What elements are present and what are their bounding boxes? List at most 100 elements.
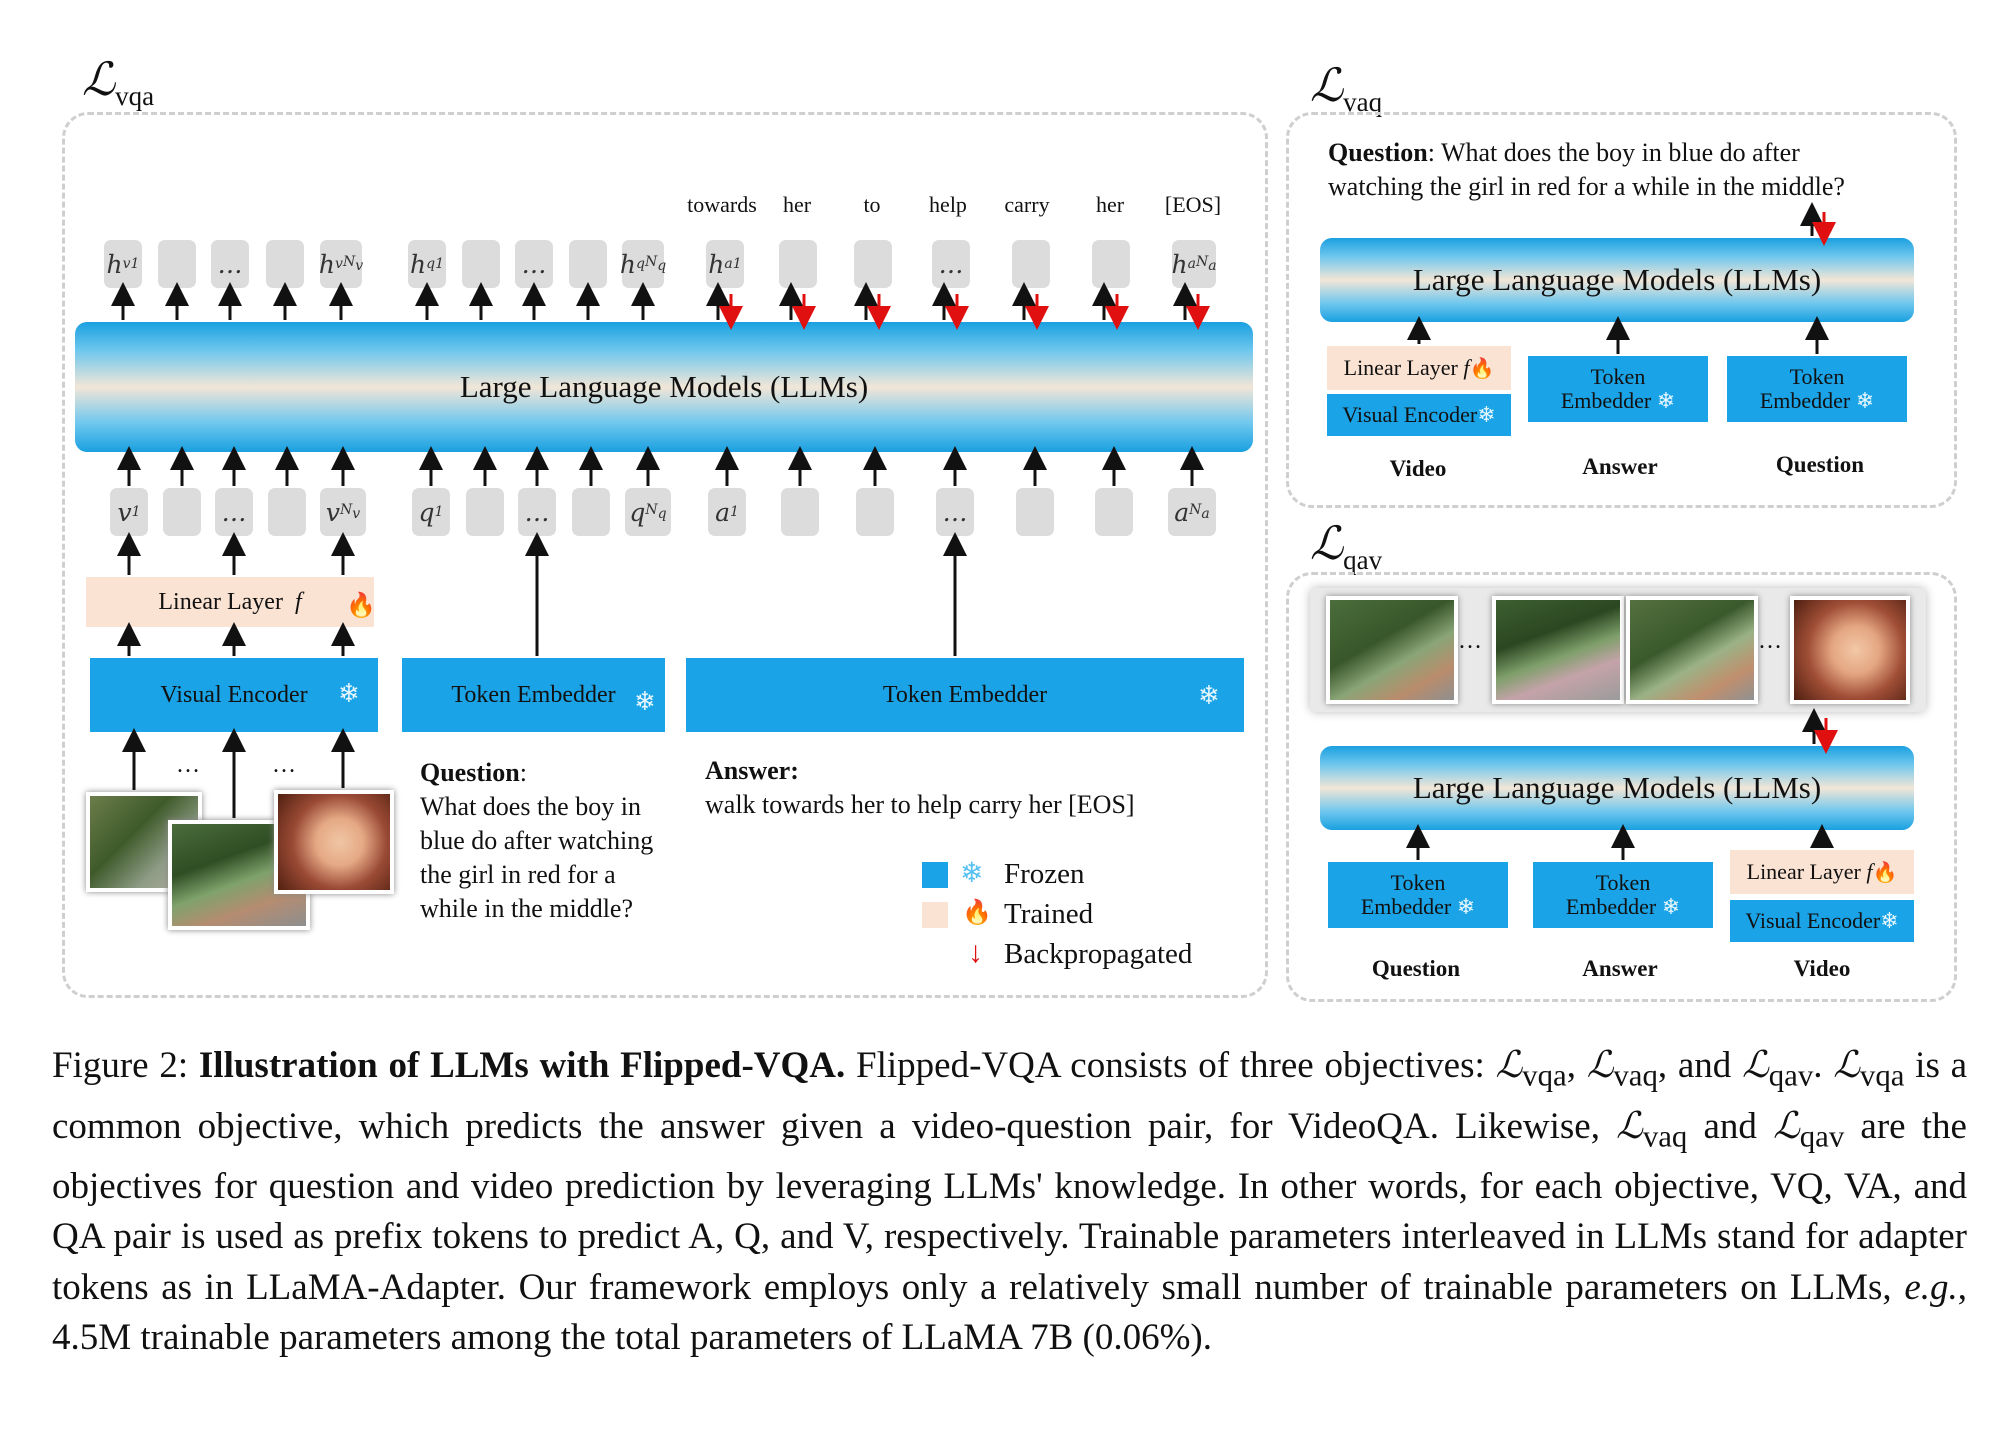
question-line: while in the middle?	[420, 894, 634, 923]
token-embedder-label: Token	[1595, 869, 1651, 895]
fire-icon: 🔥	[1469, 357, 1495, 380]
linear-layer-block: Linear Layer f 🔥	[86, 577, 376, 627]
visual-encoder-block: Visual Encoder❄	[1327, 394, 1511, 436]
token-embedder-label: Token	[1789, 363, 1845, 389]
caption-text: , 4.5M trainable parameters among the to…	[52, 1266, 1967, 1359]
question-text: : What does the boy in blue do after	[1427, 138, 1800, 167]
video-frame-image	[1326, 596, 1458, 704]
llm-label: Large Language Models (LLMs)	[459, 369, 869, 404]
input-token	[268, 488, 306, 536]
snowflake-icon: ❄	[1656, 388, 1676, 413]
input-label: Answer	[1582, 454, 1658, 479]
loss-symbol: ℒ	[1495, 1043, 1523, 1086]
loss-symbol: ℒ	[1833, 1043, 1860, 1086]
input-token	[1016, 488, 1054, 536]
snowflake-icon: ❄	[634, 687, 656, 716]
hidden-token	[462, 240, 500, 288]
snowflake-icon: ❄	[1456, 894, 1476, 919]
ellipsis-text: …	[1758, 628, 1782, 654]
token-embedder-label: Embedder ❄	[1560, 388, 1676, 413]
loss-qav-label: ℒqav	[1310, 516, 1383, 576]
snowflake-icon: ❄	[338, 679, 360, 708]
hidden-token: …	[211, 240, 249, 288]
linear-layer-block: Linear Layer f🔥	[1730, 850, 1914, 894]
question-line: the girl in red for a	[420, 860, 616, 889]
llm-label: Large Language Models (LLMs)	[1412, 770, 1822, 805]
loss-subscript: qav	[1799, 1119, 1845, 1154]
question-line: What does the boy in	[420, 792, 641, 821]
question-title: Question	[420, 758, 520, 787]
legend-backprop-label: Backpropagated	[1004, 938, 1193, 970]
input-token	[856, 488, 894, 536]
caption-title: Illustration of LLMs with Flipped-VQA.	[198, 1045, 846, 1086]
qav-panel	[1286, 572, 1957, 1002]
video-frame-image	[274, 790, 394, 894]
token-embedder-answer-block: Token Embedder ❄	[1528, 356, 1708, 422]
token-embedder-label: Embedder ❄	[1565, 894, 1681, 919]
caption-text: e.g.	[1904, 1266, 1958, 1308]
snowflake-icon: ❄	[1880, 907, 1899, 933]
video-frame-image	[1492, 596, 1624, 704]
input-token	[1095, 488, 1133, 536]
linear-layer-label: Linear Layer	[1343, 355, 1458, 380]
legend-frozen-label: Frozen	[1004, 858, 1085, 890]
backprop-arrow-icon: ↓	[968, 936, 983, 969]
llm-block: Large Language Models (LLMs)	[1320, 746, 1914, 830]
hidden-token	[779, 240, 817, 288]
input-label: Question	[1371, 956, 1461, 981]
output-word: her	[1095, 192, 1125, 217]
linear-layer-block: Linear Layer f🔥	[1327, 346, 1511, 390]
token-embedder-label: Token Embedder	[882, 681, 1048, 708]
llm-block: Large Language Models (LLMs)	[1320, 238, 1914, 322]
question-line: blue do after watching	[420, 826, 654, 855]
fire-icon: 🔥	[346, 593, 376, 619]
linear-f-label: f	[1463, 355, 1470, 380]
hidden-token	[158, 240, 196, 288]
vaq-panel	[1286, 112, 1957, 508]
token-embedder-question-block: Token Embedder ❄	[402, 658, 665, 732]
loss-subscript: vqa	[1522, 1058, 1567, 1093]
input-token: …	[936, 488, 974, 536]
backprop-arrows	[719, 212, 1838, 754]
vqa-question: Question: What does the boy in blue do a…	[420, 756, 690, 926]
video-frame-image	[1626, 596, 1758, 704]
hidden-token	[1092, 240, 1130, 288]
output-word: help	[929, 192, 967, 217]
fire-icon: 🔥	[1872, 861, 1898, 884]
question-title: Question	[1328, 138, 1428, 167]
input-token	[163, 488, 201, 536]
linear-layer-label: Linear Layer	[1746, 859, 1861, 884]
output-word: [EOS]	[1164, 192, 1222, 217]
linear-f-label: f	[1866, 859, 1873, 884]
loss-subscript: vaq	[1642, 1119, 1688, 1154]
visual-encoder-block: Visual Encoder ❄	[90, 658, 378, 732]
token-embedder-question-block: Token Embedder ❄	[1727, 356, 1907, 422]
video-frame-image	[1790, 596, 1910, 704]
hidden-token	[569, 240, 607, 288]
fire-icon: 🔥	[962, 900, 992, 926]
visual-encoder-label: Visual Encoder	[1745, 907, 1881, 933]
snowflake-icon: ❄	[1661, 894, 1681, 919]
vqa-answer: Answer: walk towards her to help carry h…	[705, 754, 1245, 822]
caption-text: Flipped-VQA consists of three objectives…	[845, 1045, 1496, 1086]
vqa-panel	[62, 112, 1268, 998]
loss-symbol: ℒ	[1586, 1043, 1614, 1086]
vaq-question: Question: What does the boy in blue do a…	[1328, 136, 1928, 204]
linear-f-label: f	[294, 588, 302, 615]
input-token	[572, 488, 610, 536]
output-word: towards	[687, 192, 757, 217]
loss-symbol: ℒ	[1773, 1103, 1800, 1147]
question-text: watching the girl in red for a while in …	[1328, 172, 1845, 201]
hidden-token: …	[932, 240, 970, 288]
snowflake-icon: ❄	[1198, 681, 1220, 710]
token-embedder-label: Token	[1390, 869, 1446, 895]
input-token	[466, 488, 504, 536]
token-embedder-question-block: Token Embedder ❄	[1328, 862, 1508, 928]
